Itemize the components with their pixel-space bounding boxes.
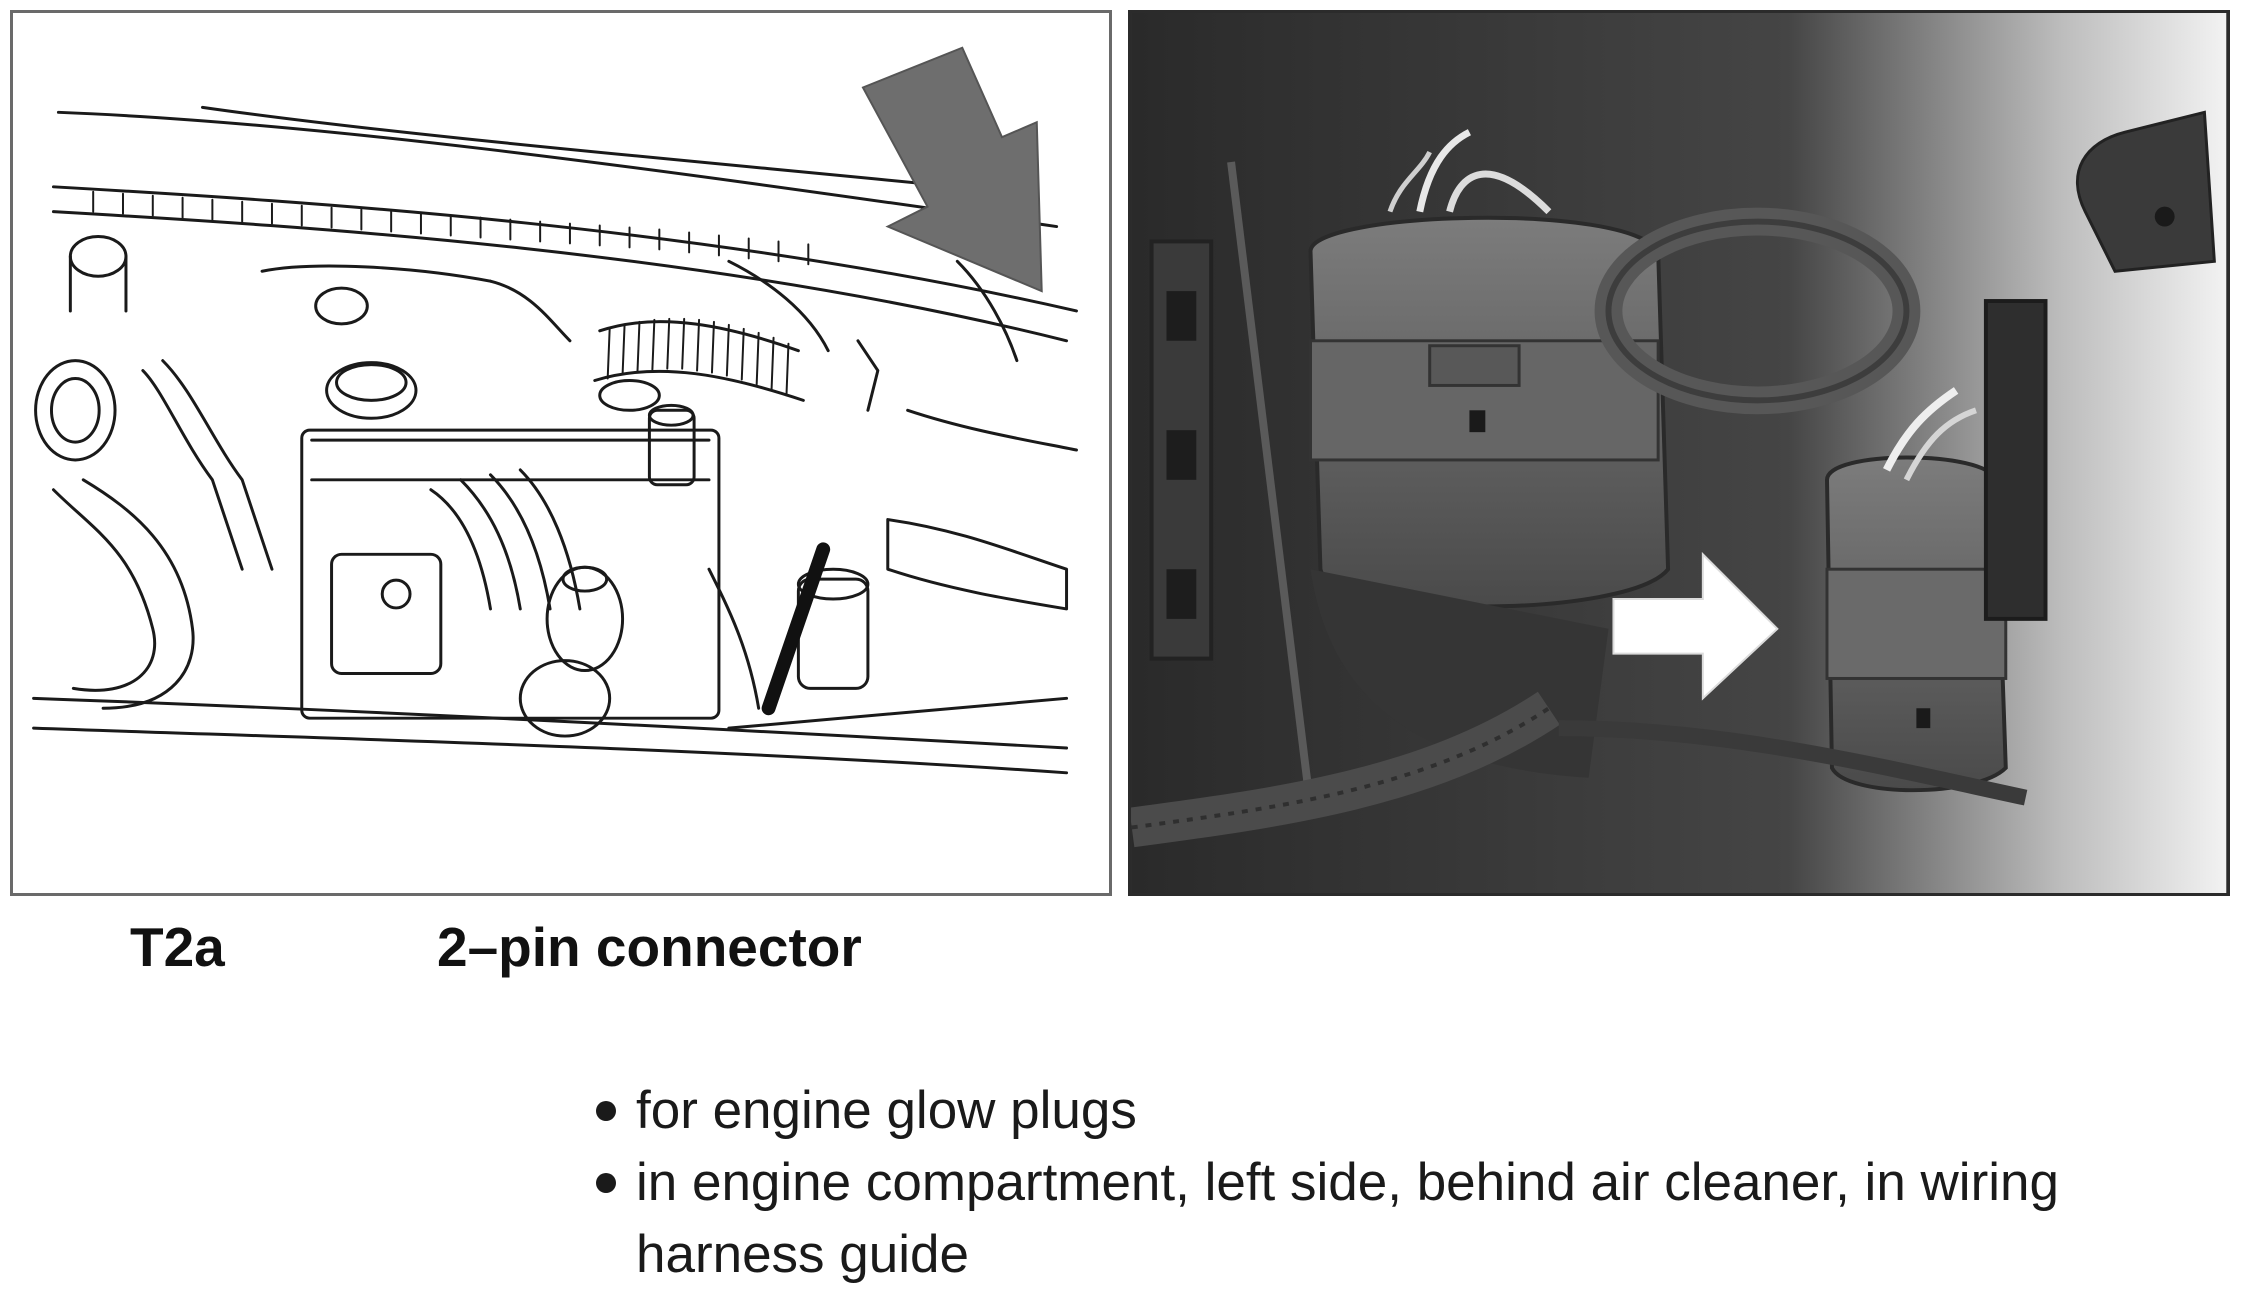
location-arrow bbox=[861, 46, 1043, 293]
bullet-icon bbox=[596, 1173, 616, 1193]
connector-id: T2a bbox=[130, 916, 225, 978]
engine-compartment-drawing bbox=[10, 10, 1112, 896]
note-item: in engine compartment, left side, behind… bbox=[590, 1147, 2150, 1291]
note-text: for engine glow plugs bbox=[636, 1081, 1137, 1140]
connector-photo-svg bbox=[1131, 13, 2227, 893]
note-item: for engine glow plugs bbox=[590, 1075, 2150, 1147]
engine-drawing-svg bbox=[32, 46, 1078, 775]
photo-arrow bbox=[1612, 551, 1779, 701]
note-text: in engine compartment, left side, behind… bbox=[636, 1153, 2059, 1284]
bullet-icon bbox=[596, 1101, 616, 1121]
connector-photo bbox=[1128, 10, 2230, 896]
connector-name: 2–pin connector bbox=[437, 916, 862, 978]
connector-notes: for engine glow plugs in engine compartm… bbox=[590, 1075, 2150, 1291]
